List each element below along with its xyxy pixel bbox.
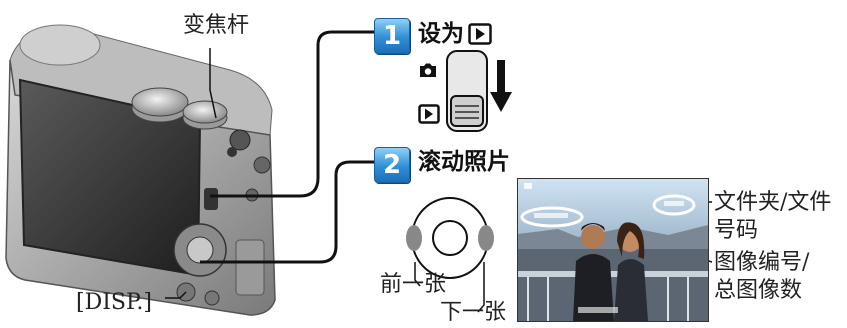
camera-illustration (5, 24, 276, 316)
step-1-badge: 1 (374, 18, 410, 54)
folder-file-number-label-line2: 号码 (714, 218, 759, 243)
step-2-badge: 2 (374, 147, 410, 183)
folder-file-number-label-line1: 文件夹/文件 (714, 190, 832, 215)
disp-label: [DISP.] (76, 290, 152, 315)
image-number-total-label-line2: 总图像数 (714, 278, 803, 303)
image-number-total-label-line1: 图像编号/ (714, 250, 810, 275)
step-1-title: 设为 (418, 21, 464, 47)
step-2-title: 滚动照片 (418, 149, 510, 175)
camera-icon (420, 63, 436, 77)
prev-image-label: 前一张 (380, 272, 447, 297)
mode-switch (446, 50, 488, 132)
control-pad (406, 197, 494, 279)
playback-icon (468, 23, 492, 45)
next-image-label: 下一张 (440, 300, 507, 325)
zoom-lever-label: 变焦杆 (183, 13, 250, 38)
down-arrow-icon (490, 60, 512, 112)
playback-icon (418, 104, 440, 124)
playback-photo (517, 178, 709, 322)
